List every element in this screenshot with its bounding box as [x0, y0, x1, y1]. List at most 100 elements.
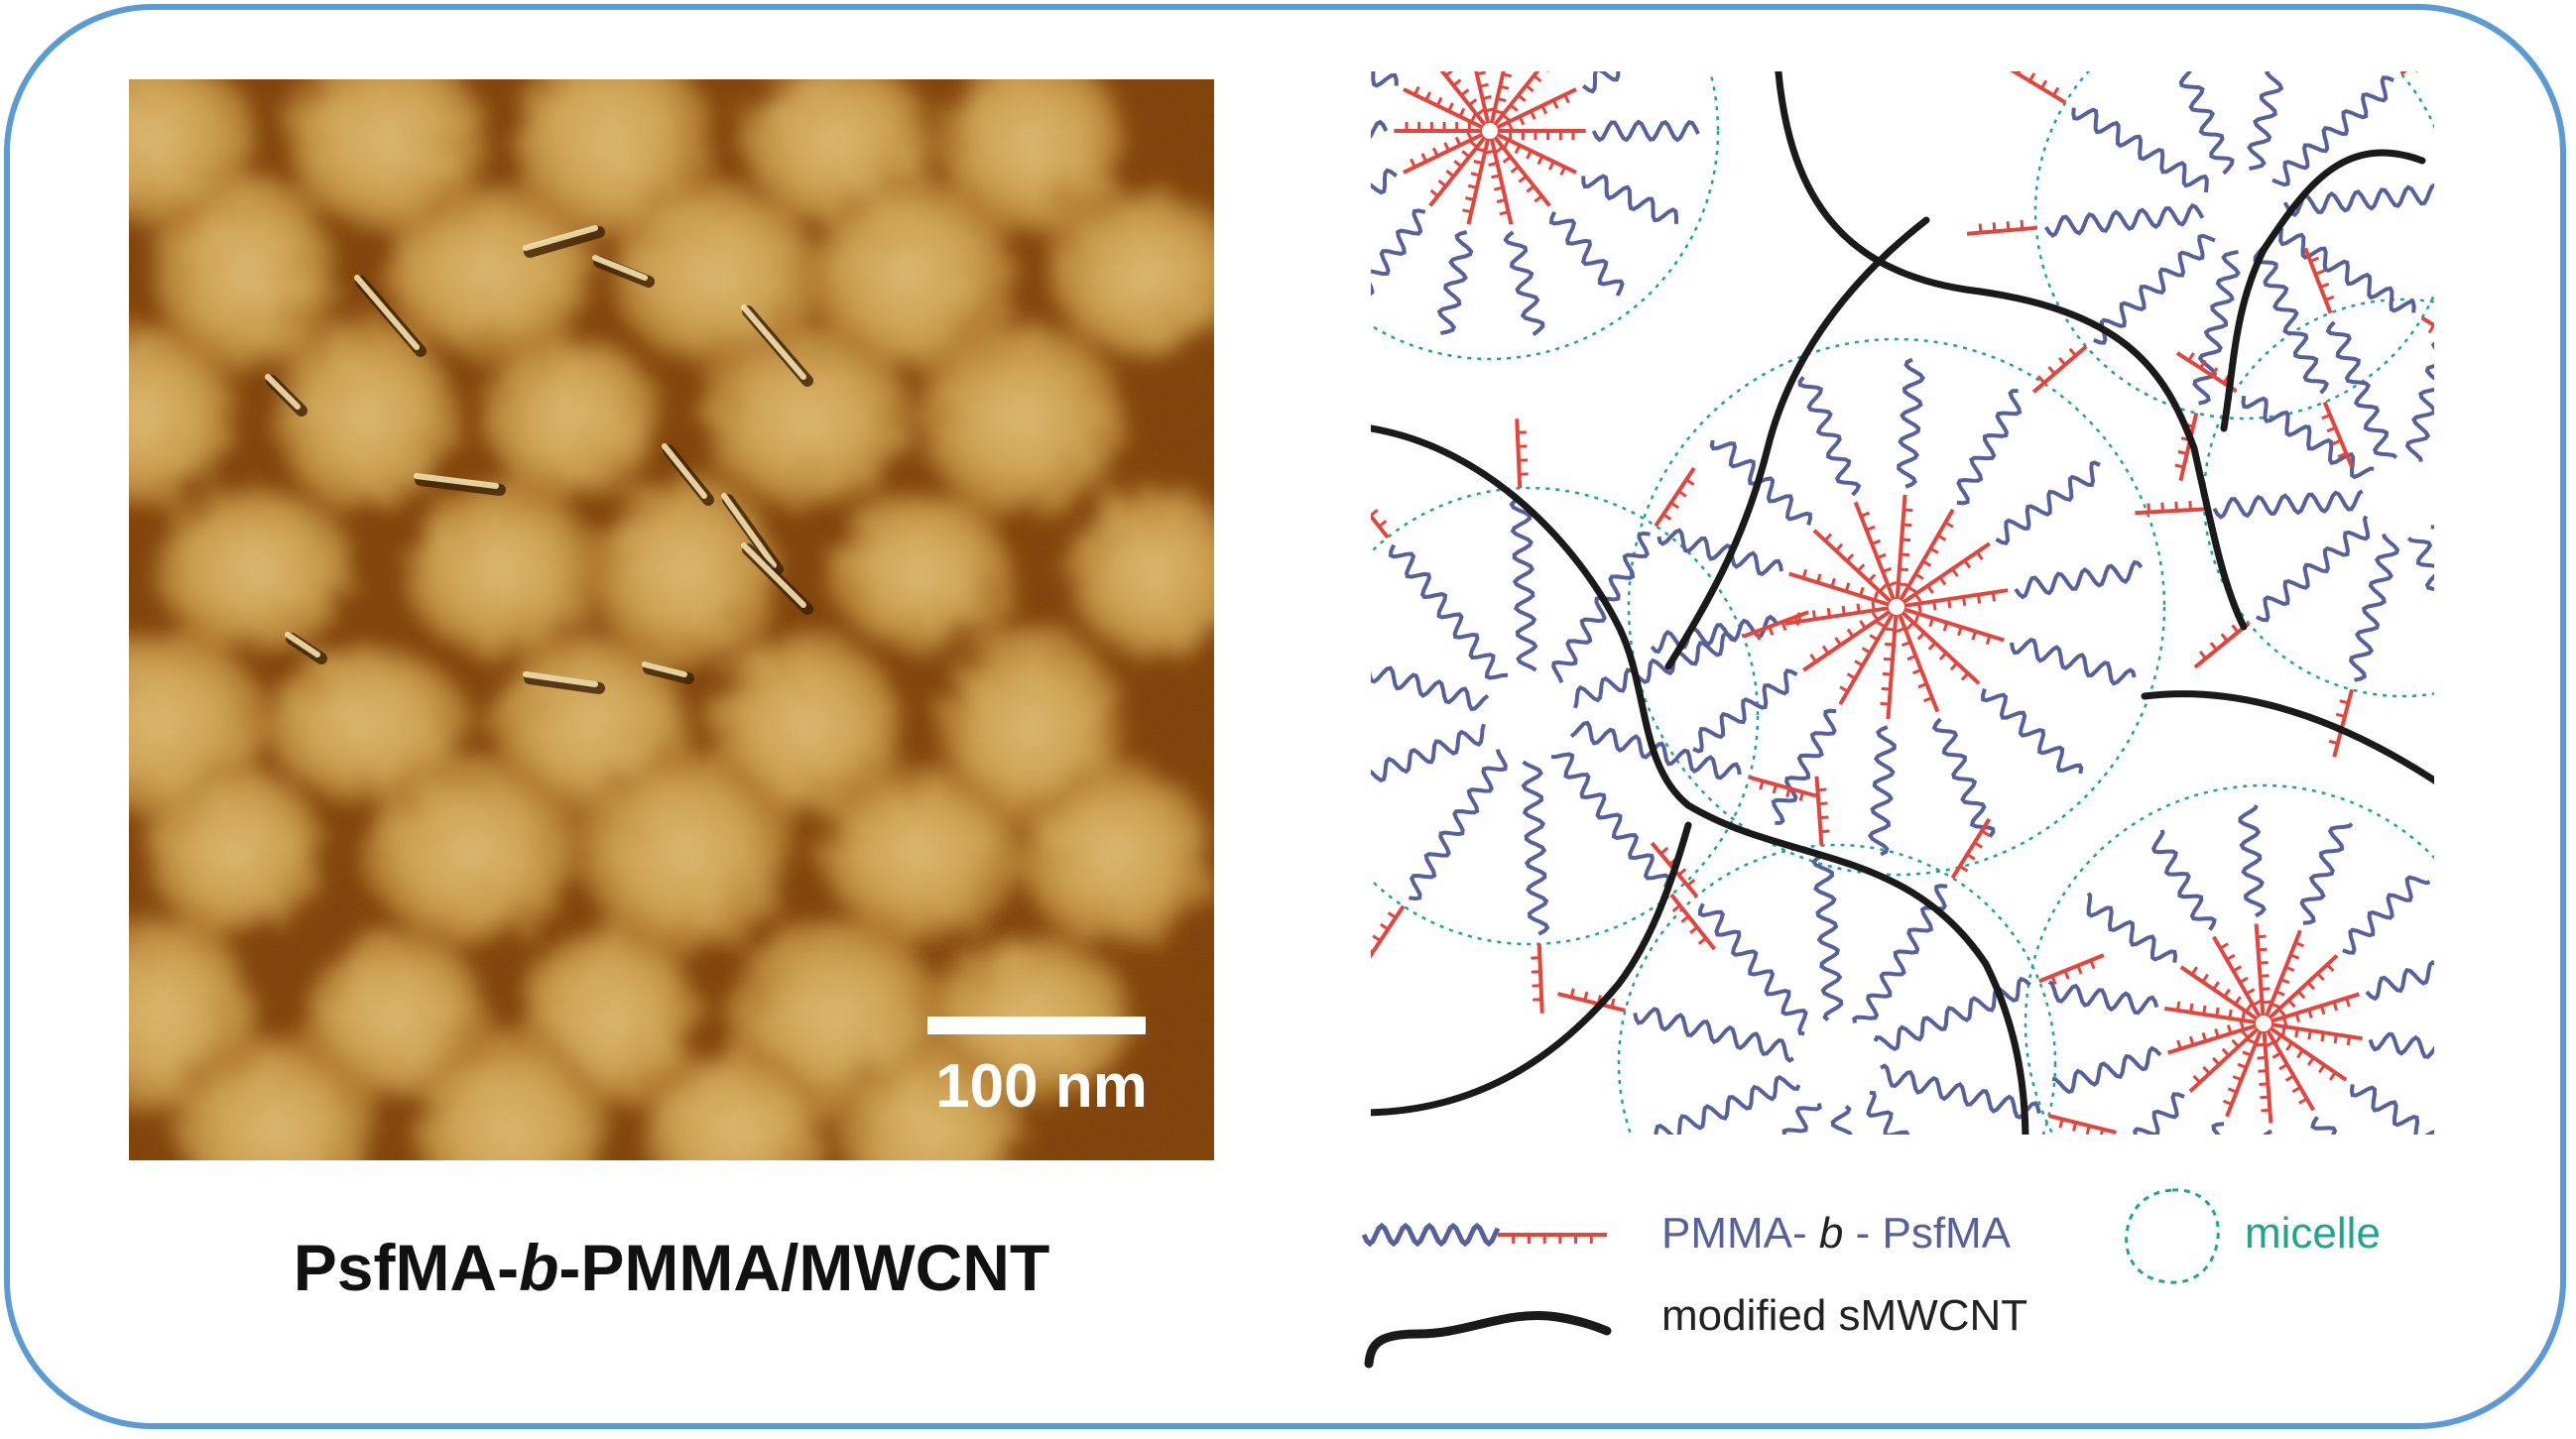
pmma-chain [1771, 708, 1837, 825]
psfma-chain-tick [2232, 965, 2243, 973]
psfma-chain-tick [1453, 160, 1463, 169]
scale-bar-label: 100 nm [935, 1052, 1148, 1121]
psfma-chain-tick [2028, 72, 2036, 82]
psfma-chain-tick [1610, 998, 1616, 1008]
psfma-chain-tick [1444, 71, 1454, 77]
psfma-chain-tick [1856, 563, 1866, 572]
psfma-chain-tick [2214, 1027, 2220, 1038]
psfma-chain-tick [1899, 567, 1908, 572]
psfma-chain-tick [1886, 627, 1896, 632]
psfma-chain-tick [1961, 596, 1967, 607]
psfma-chain [1901, 610, 1981, 685]
psfma-chain-tick [2247, 1038, 2257, 1045]
pmma-chain [2368, 1031, 2434, 1059]
pmma-chain [2010, 638, 2137, 686]
psfma-chain-tick [2279, 978, 2290, 985]
psfma-chain-tick [1957, 626, 1963, 637]
schematic-svg [1371, 71, 2434, 1135]
psfma-chain-tick [2210, 367, 2219, 377]
psfma-chain-tick [2281, 1017, 2288, 1026]
psfma-chain-tick [2226, 1024, 2233, 1034]
psfma-chain [1493, 136, 1551, 207]
psfma-chain-tick [1371, 949, 1374, 954]
psfma-chain-tick [2314, 269, 2325, 276]
psfma-chain-tick [1372, 934, 1382, 942]
pmma-chain [2093, 233, 2216, 345]
psfma-chain-tick [1938, 576, 1947, 586]
psfma-chain-tick [2285, 1041, 2293, 1051]
psfma-chain-tick [1485, 107, 1495, 113]
psfma-chain-tick [1502, 155, 1512, 164]
psfma-chain-tick [2188, 501, 2192, 511]
pmma-chain [1551, 531, 1651, 684]
psfma-chain-tick [1844, 582, 1851, 592]
psfma-chain-tick [1926, 584, 1934, 594]
psfma-chain [1903, 607, 2005, 643]
pmma-chain [1995, 460, 2101, 545]
psfma-chain [1474, 71, 1491, 124]
psfma-chain [1886, 614, 1899, 720]
psfma-chain-tick [2227, 1087, 2238, 1094]
psfma-chain-tick [2047, 366, 2056, 375]
psfma-chain-tick [1494, 109, 1504, 115]
psfma-chain-tick [1871, 611, 1880, 621]
psfma-chain-tick [2076, 965, 2083, 975]
psfma-chain-tick [2306, 981, 2316, 991]
psfma-chain-tick [1677, 868, 1687, 877]
micelle-outline [2202, 298, 2434, 698]
psfma-chain-tick [1476, 108, 1486, 117]
psfma-chain-tick [1834, 637, 1842, 647]
psfma-chain-tick [1922, 696, 1933, 703]
psfma-chain [2048, 1114, 2117, 1135]
pmma-chain [1931, 717, 1996, 838]
pmma-chain [1981, 688, 2084, 775]
psfma-chain-tick [1499, 210, 1510, 216]
psfma-chain-tick [1914, 572, 1924, 580]
psfma-chain-tick [1906, 585, 1917, 593]
psfma-chain [1489, 71, 1506, 124]
psfma-chain-tick [1530, 110, 1536, 120]
psfma-chain-tick [2289, 953, 2300, 960]
psfma-chain [1966, 225, 2036, 236]
pmma-chain [2404, 341, 2434, 463]
psfma-chain-tick [1503, 139, 1510, 149]
psfma-chain-tick [2266, 1040, 2275, 1048]
psfma-chain-tick [1540, 104, 1548, 115]
psfma-chain-tick [1768, 626, 1775, 636]
psfma-chain-tick [1860, 511, 1871, 518]
psfma-chain-tick [1866, 525, 1876, 532]
pmma-chain [2150, 829, 2217, 931]
copolymer-prefix: PMMA- [1661, 1209, 1819, 1258]
psfma-chain-tick [1882, 671, 1892, 676]
psfma-chain-tick [2259, 1082, 2269, 1087]
pmma-chain [1371, 208, 1426, 297]
psfma-chain-tick [2258, 947, 2268, 952]
psfma-chain-tick [1971, 631, 1977, 641]
psfma-chain-tick [2241, 1011, 2246, 1021]
psfma-chain-tick [1960, 671, 1970, 681]
psfma-chain-tick [2187, 352, 2195, 362]
psfma-chain-tick [2335, 712, 2346, 718]
psfma-chain-tick [1871, 601, 1876, 611]
psfma-chain-tick [1903, 508, 1913, 513]
psfma-chain-tick [1494, 145, 1504, 154]
pmma-chain [2212, 489, 2364, 520]
psfma-chain [2031, 344, 2088, 394]
pmma-chain [2325, 320, 2398, 459]
psfma-chain-tick [1493, 185, 1504, 191]
psfma-chain-tick [2036, 375, 2045, 385]
psfma-chain [1493, 71, 1540, 126]
psfma-chain-tick [2188, 1035, 2195, 1046]
psfma-chain-tick [1913, 613, 1920, 623]
psfma-chain-tick [1460, 88, 1470, 97]
psfma-chain [1496, 132, 1577, 175]
psfma-chain-tick [2063, 970, 2070, 980]
psfma-chain-tick [2427, 324, 2434, 334]
psfma-chain-tick [2175, 1001, 2181, 1012]
psfma-chain-tick [1916, 631, 1926, 641]
psfma-chain-tick [1936, 534, 1947, 541]
psfma-chain-tick [2278, 1063, 2288, 1071]
pmma-chain [1371, 665, 1490, 712]
psfma-chain-tick [2202, 1005, 2207, 1016]
pmma-chain [1548, 210, 1625, 297]
